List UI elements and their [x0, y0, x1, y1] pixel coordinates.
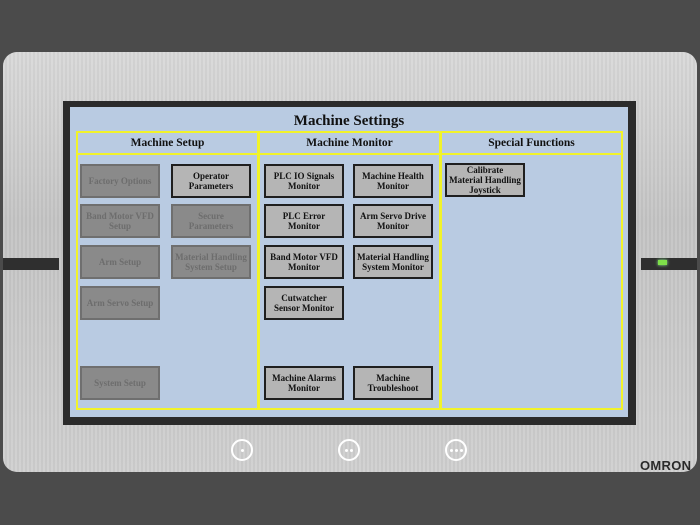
band-motor-vfd-monitor-button[interactable]: Band Motor VFD Monitor: [264, 245, 344, 279]
hardware-button-3[interactable]: [445, 439, 467, 461]
operator-parameters-button[interactable]: Operator Parameters: [171, 164, 251, 198]
brand-logo: OMRON: [640, 458, 692, 473]
hardware-button-2[interactable]: [338, 439, 360, 461]
cutwatcher-sensor-monitor-button[interactable]: Cutwatcher Sensor Monitor: [264, 286, 344, 320]
machine-health-monitor-button[interactable]: Machine Health Monitor: [353, 164, 433, 198]
machine-troubleshoot-button[interactable]: Machine Troubleshoot: [353, 366, 433, 400]
machine-setup-header: Machine Setup: [78, 133, 257, 155]
two-dot-icon: [345, 448, 353, 452]
material-handling-system-monitor-button[interactable]: Material Handling System Monitor: [353, 245, 433, 279]
arm-servo-setup-button[interactable]: Arm Servo Setup: [80, 286, 160, 320]
machine-setup-panel: Machine Setup Factory Options Operator P…: [76, 131, 259, 410]
factory-options-button[interactable]: Factory Options: [80, 164, 160, 198]
three-dot-icon: [449, 448, 463, 452]
machine-monitor-panel: Machine Monitor PLC IO Signals Monitor M…: [258, 131, 441, 410]
plc-io-signals-monitor-button[interactable]: PLC IO Signals Monitor: [264, 164, 344, 198]
power-led-indicator: [658, 260, 667, 265]
machine-alarms-monitor-button[interactable]: Machine Alarms Monitor: [264, 366, 344, 400]
plc-error-monitor-button[interactable]: PLC Error Monitor: [264, 204, 344, 238]
arm-servo-drive-monitor-button[interactable]: Arm Servo Drive Monitor: [353, 204, 433, 238]
band-motor-vfd-setup-button[interactable]: Band Motor VFD Setup: [80, 204, 160, 238]
page-title: Machine Settings: [293, 113, 405, 129]
right-side-slot: [641, 258, 697, 270]
one-dot-icon: [240, 448, 244, 452]
material-handling-system-setup-button[interactable]: Material Handling System Setup: [171, 245, 251, 279]
special-functions-panel: Special Functions Calibrate Material Han…: [440, 131, 623, 410]
calibrate-joystick-button[interactable]: Calibrate Material Handling Joystick: [445, 163, 525, 197]
machine-monitor-header: Machine Monitor: [260, 133, 439, 155]
secure-parameters-button[interactable]: Secure Parameters: [171, 204, 251, 238]
arm-setup-button[interactable]: Arm Setup: [80, 245, 160, 279]
hmi-screen: Machine Settings Machine Setup Factory O…: [70, 107, 628, 417]
left-side-slot: [3, 258, 59, 270]
system-setup-button[interactable]: System Setup: [80, 366, 160, 400]
hardware-button-1[interactable]: [231, 439, 253, 461]
special-functions-header: Special Functions: [442, 133, 621, 155]
